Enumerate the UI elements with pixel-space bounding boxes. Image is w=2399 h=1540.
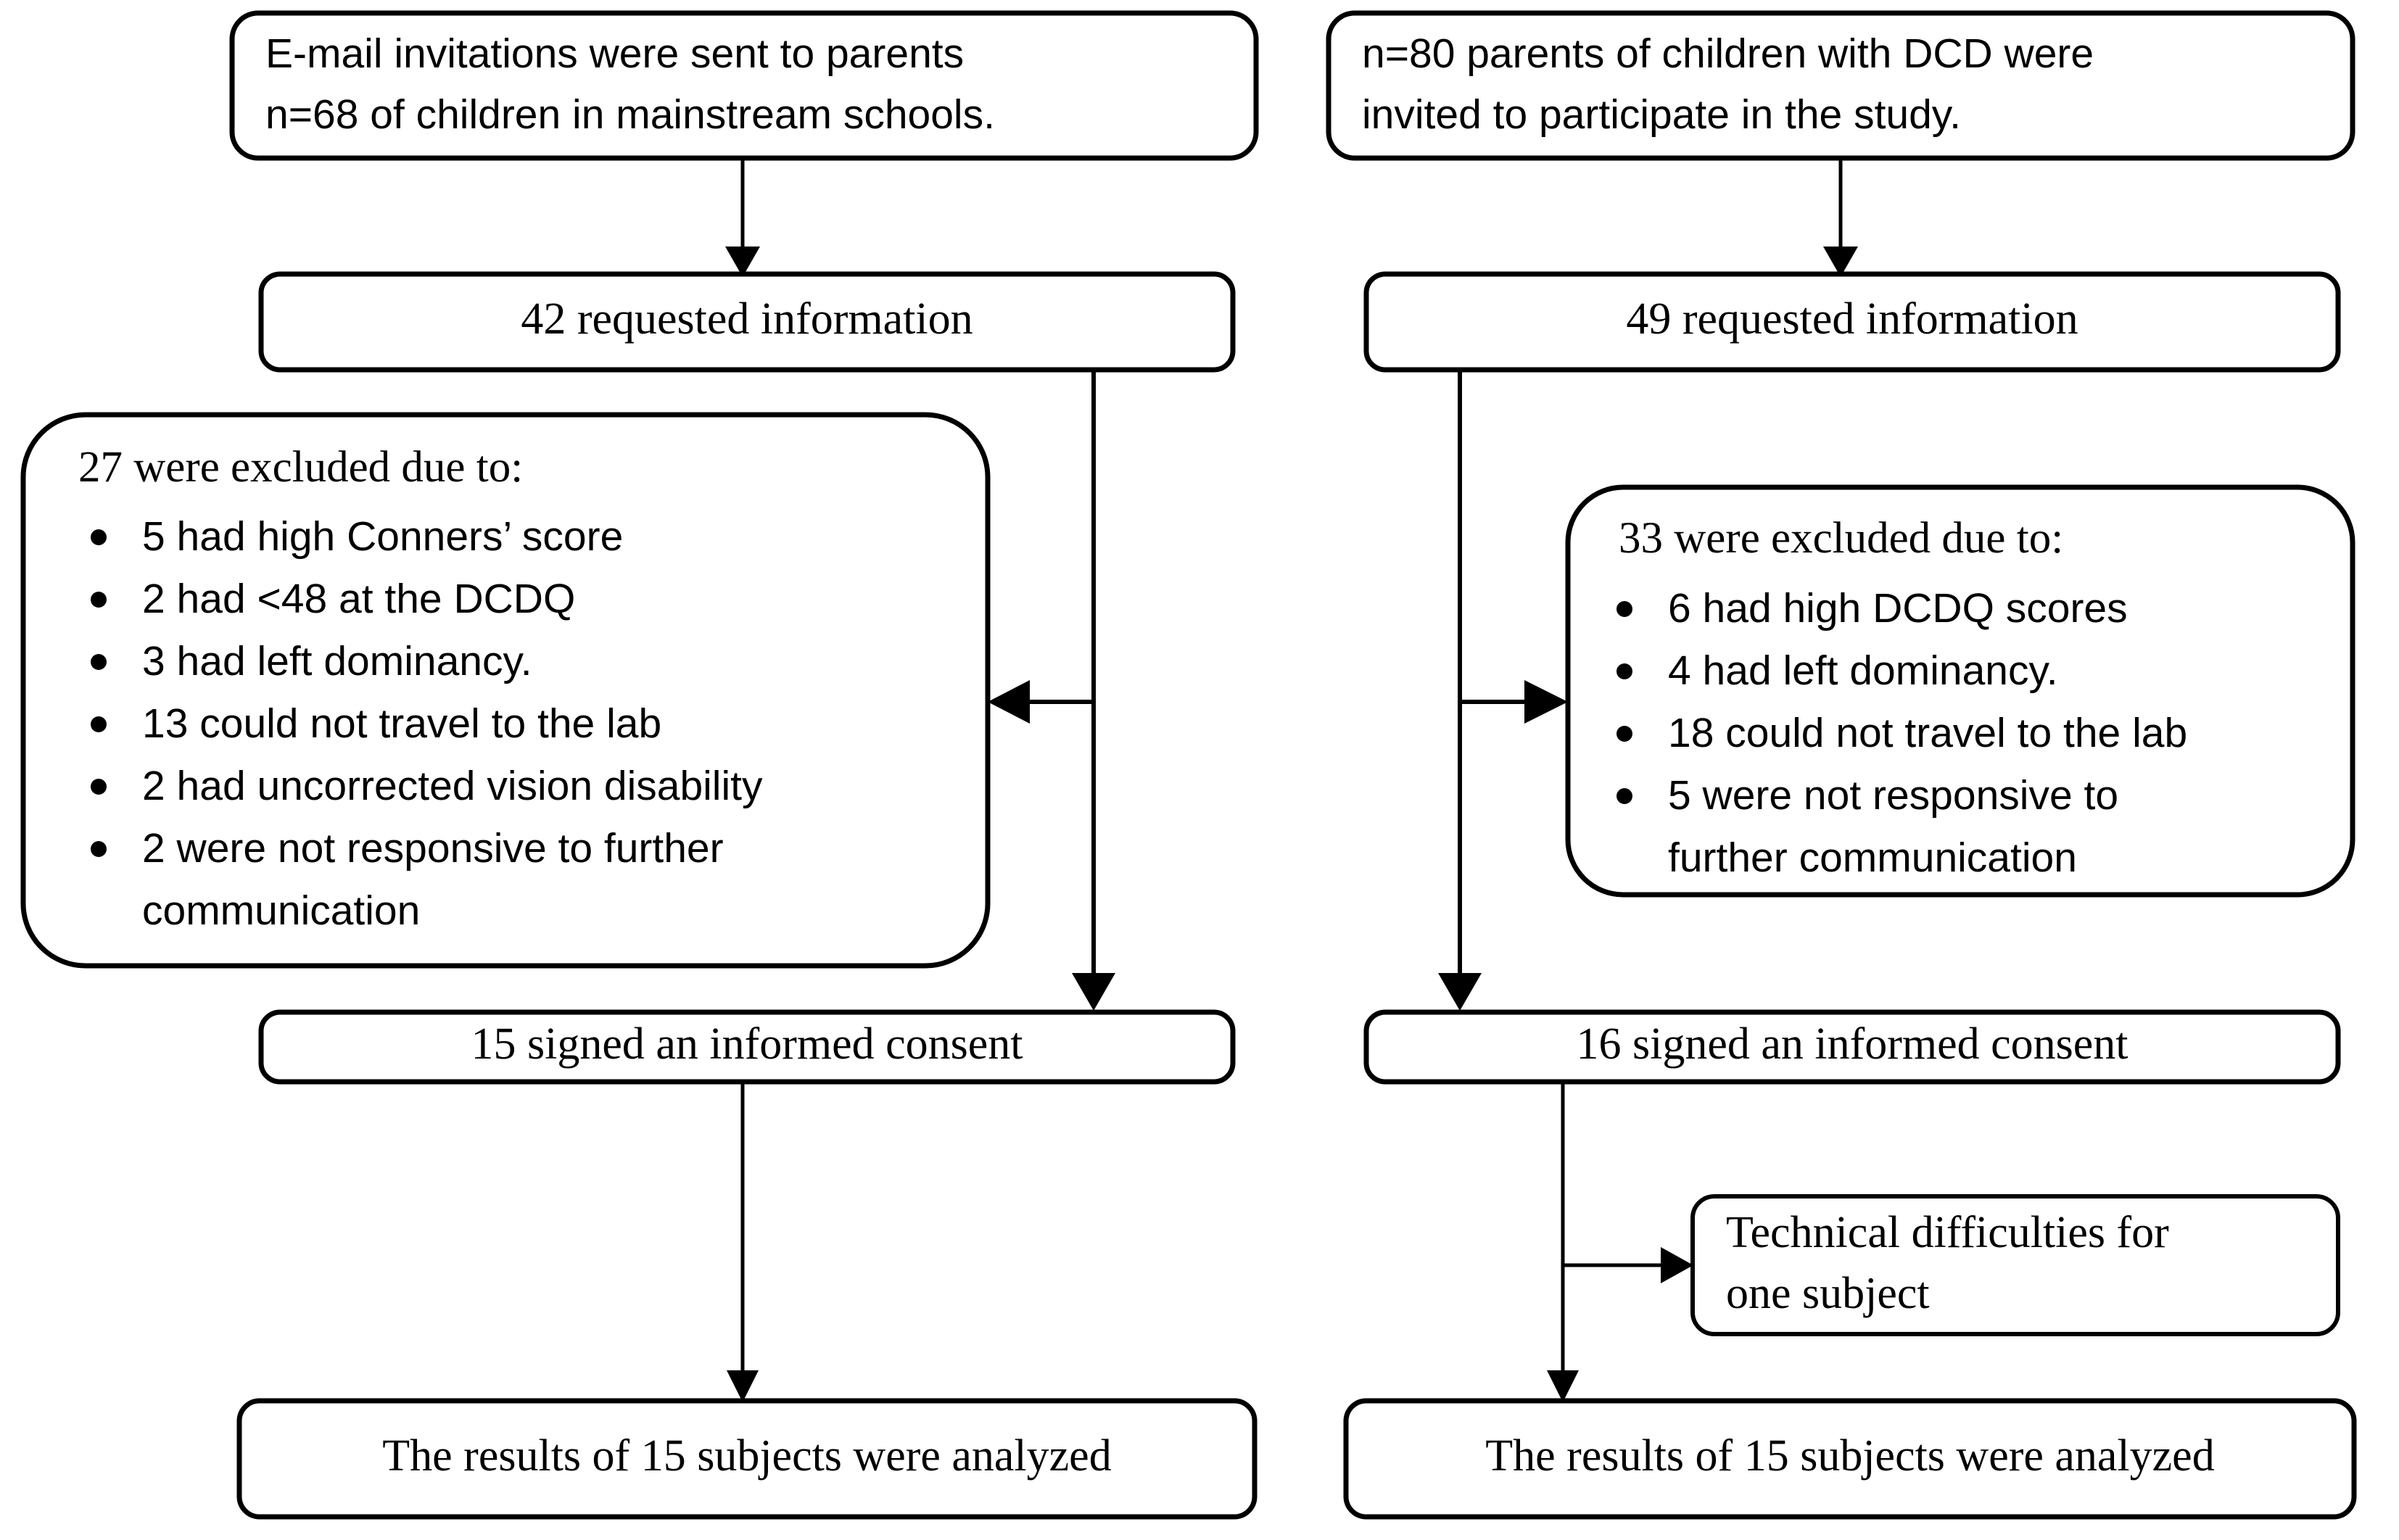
connector-left-consent-to-analyzed (727, 1082, 759, 1402)
node-left-requested[interactable]: 42 requested information (258, 271, 1236, 373)
node-left-invitation-line1: E-mail invitations were sent to parents (265, 30, 964, 77)
node-right-analyzed[interactable]: The results of 15 subjects were analyzed (1343, 1398, 2357, 1520)
node-right-excluded-item-3: 5 were not responsive to (1668, 772, 2118, 819)
node-right-invitation[interactable]: n=80 parents of children with DCD were i… (1326, 10, 2355, 161)
node-left-excluded-item-3: 13 could not travel to the lab (142, 700, 661, 747)
bullet-dot-icon (91, 841, 107, 857)
node-right-analyzed-label: The results of 15 subjects were analyzed (1485, 1431, 2214, 1481)
node-right-excluded[interactable]: 33 were excluded due to: 6 had high DCDQ… (1565, 484, 2355, 898)
node-right-excluded-item-0: 6 had high DCDQ scores (1668, 585, 2128, 632)
bullet-dot-icon (91, 716, 107, 732)
node-right-invitation-line1: n=80 parents of children with DCD were (1362, 30, 2094, 77)
connector-right-consent-to-technical (1563, 1247, 1693, 1283)
node-right-excluded-item-2: 18 could not travel to the lab (1668, 710, 2187, 756)
node-left-consent-label: 15 signed an informed consent (471, 1019, 1023, 1069)
connector-left-spine-to-excluded (988, 680, 1094, 724)
node-right-excluded-item-4: further communication (1668, 835, 2077, 881)
bullet-dot-icon (1616, 663, 1632, 679)
node-right-technical-line2: one subject (1726, 1269, 1930, 1318)
node-right-invitation-line2: invited to participate in the study. (1362, 91, 1961, 138)
bullet-dot-icon (91, 779, 107, 795)
bullet-dot-icon (1616, 601, 1632, 617)
bullet-dot-icon (91, 654, 107, 670)
node-left-excluded-item-4: 2 had uncorrected vision disability (142, 763, 763, 809)
node-right-requested-label: 49 requested information (1626, 294, 2078, 344)
node-right-requested[interactable]: 49 requested information (1363, 271, 2341, 373)
node-left-excluded-item-0: 5 had high Conners’ score (142, 513, 623, 560)
node-right-excluded-header: 33 were excluded due to: (1619, 514, 2063, 563)
node-left-excluded-item-1: 2 had <48 at the DCDQ (142, 576, 575, 622)
bullet-dot-icon (91, 529, 107, 545)
connector-right-spine-to-excluded (1460, 680, 1568, 724)
connector-right-requested-to-consent (1438, 370, 1482, 1011)
node-left-invitation[interactable]: E-mail invitations were sent to parents … (229, 10, 1259, 161)
node-left-consent[interactable]: 15 signed an informed consent (258, 1009, 1236, 1085)
node-right-excluded-item-1: 4 had left dominancy. (1668, 647, 2058, 694)
bullet-dot-icon (91, 592, 107, 608)
node-right-technical[interactable]: Technical difficulties for one subject (1690, 1194, 2340, 1336)
node-left-analyzed[interactable]: The results of 15 subjects were analyzed (236, 1398, 1258, 1520)
node-right-technical-line1: Technical difficulties for (1726, 1208, 2169, 1257)
node-left-excluded-item-2: 3 had left dominancy. (142, 638, 532, 684)
connector-left-invitation-to-requested (725, 158, 760, 277)
node-left-analyzed-label: The results of 15 subjects were analyzed (382, 1431, 1111, 1481)
node-left-excluded-header: 27 were excluded due to: (78, 443, 523, 492)
node-right-consent[interactable]: 16 signed an informed consent (1363, 1009, 2341, 1085)
bullet-dot-icon (1616, 726, 1632, 742)
connector-left-requested-to-consent (1072, 370, 1115, 1011)
node-left-invitation-line2: n=68 of children in mainstream schools. (265, 91, 995, 138)
connector-right-consent-to-analyzed (1547, 1082, 1579, 1402)
node-left-excluded-item-6: communication (142, 887, 420, 934)
node-left-requested-label: 42 requested information (521, 294, 973, 344)
node-left-excluded[interactable]: 27 were excluded due to: 5 had high Conn… (20, 412, 991, 969)
node-right-consent-label: 16 signed an informed consent (1576, 1019, 2128, 1069)
bullet-dot-icon (1616, 788, 1632, 804)
connector-right-invitation-to-requested (1823, 158, 1858, 277)
node-left-excluded-item-5: 2 were not responsive to further (142, 825, 724, 872)
